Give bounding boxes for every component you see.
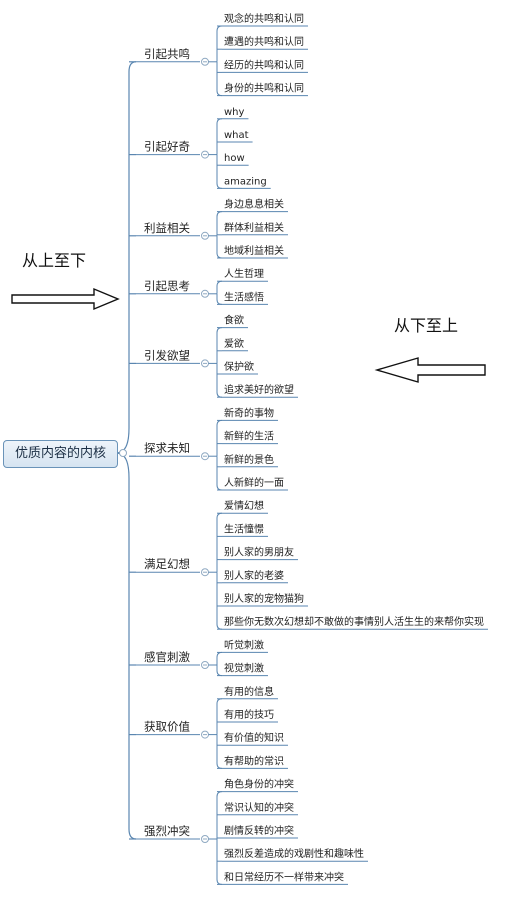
leaf-label[interactable]: what <box>224 130 249 141</box>
leaf-label[interactable]: 生活感悟 <box>224 290 264 303</box>
leaf-label[interactable]: 常识认知的冲突 <box>224 801 294 814</box>
note-bottom-to-top: 从下至上 <box>394 316 459 335</box>
leaf-label[interactable]: 爱欲 <box>224 337 244 350</box>
branch-label[interactable]: 引起好奇 <box>144 140 190 154</box>
leaf-label[interactable]: 人新鲜的一面 <box>224 476 284 489</box>
leaf-label[interactable]: 经历的共鸣和认同 <box>224 58 304 71</box>
leaf-label[interactable]: how <box>224 153 245 164</box>
children-spine-down <box>216 456 223 491</box>
leaf-label[interactable]: 新鲜的生活 <box>224 430 274 443</box>
leaf-label[interactable]: 群体利益相关 <box>224 221 284 234</box>
children-spine-up <box>216 25 223 62</box>
leaf-label[interactable]: 角色身份的冲突 <box>224 778 294 791</box>
root-collapse-icon[interactable] <box>119 449 127 457</box>
leaf-label[interactable]: 别人家的宠物猫狗 <box>224 592 304 605</box>
children-spine-down <box>216 572 223 630</box>
leaf-label[interactable]: 人生哲理 <box>224 267 264 280</box>
children-spine-down <box>216 665 223 677</box>
children-spine-up <box>216 419 223 457</box>
branch-label[interactable]: 满足幻想 <box>144 557 190 571</box>
children-spine-down <box>216 363 223 398</box>
children-spine-up <box>216 512 223 573</box>
leaf-label[interactable]: 观念的共鸣和认同 <box>224 12 304 25</box>
leaf-label[interactable]: 别人家的男朋友 <box>224 546 294 559</box>
root-node[interactable]: 优质内容的内核 <box>3 440 118 468</box>
leaf-label[interactable]: 身边息息相关 <box>224 198 284 211</box>
leaf-label[interactable]: 新奇的事物 <box>224 406 274 419</box>
branch-label[interactable]: 引起思考 <box>144 279 190 293</box>
leaf-label[interactable]: 食欲 <box>224 314 244 327</box>
children-spine-up <box>216 280 223 294</box>
leaf-label[interactable]: 有价值的知识 <box>224 731 284 744</box>
children-spine-down <box>216 293 223 305</box>
note-top-to-bottom: 从上至下 <box>22 251 87 270</box>
leaf-label[interactable]: 别人家的老婆 <box>224 569 284 582</box>
branch-label[interactable]: 感官刺激 <box>144 650 190 664</box>
children-spine-up <box>216 327 223 364</box>
leaf-label[interactable]: 视觉刺激 <box>224 662 264 675</box>
leaf-label[interactable]: 追求美好的欲望 <box>224 383 294 396</box>
children-spine-up <box>216 118 223 155</box>
leaf-label[interactable]: amazing <box>224 176 267 187</box>
trunk-line-down <box>115 452 137 840</box>
branch-label[interactable]: 探求未知 <box>144 441 190 455</box>
leaf-label[interactable]: 遭遇的共鸣和认同 <box>224 35 304 48</box>
children-spine-up <box>216 211 223 236</box>
leaf-label[interactable]: 有帮助的常识 <box>224 754 284 767</box>
leaf-label[interactable]: 地域利益相关 <box>224 244 284 257</box>
branch-label[interactable]: 利益相关 <box>144 221 190 235</box>
branch-label[interactable]: 引发欲望 <box>144 348 190 362</box>
leaf-label[interactable]: 和日常经历不一样带来冲突 <box>224 870 344 883</box>
children-spine-up <box>216 651 223 665</box>
leaf-label[interactable]: 听觉刺激 <box>224 638 264 651</box>
leaf-label[interactable]: 有用的信息 <box>224 685 274 698</box>
children-spine-down <box>216 61 223 97</box>
leaf-label[interactable]: 爱情幻想 <box>224 499 264 512</box>
children-spine-up <box>216 698 223 735</box>
leaf-label[interactable]: 新鲜的景色 <box>224 453 274 466</box>
right-arrow-icon <box>11 287 120 311</box>
children-spine-down <box>216 734 223 769</box>
leaf-label[interactable]: 剧情反转的冲突 <box>224 824 294 837</box>
leaf-label[interactable]: 身份的共鸣和认同 <box>224 82 304 95</box>
children-spine-down <box>216 235 223 259</box>
branch-label[interactable]: 强烈冲突 <box>144 824 190 838</box>
left-arrow-icon <box>374 357 486 383</box>
leaf-label[interactable]: 有用的技巧 <box>224 708 274 721</box>
branch-label[interactable]: 获取价值 <box>144 720 190 734</box>
leaf-label[interactable]: 保护欲 <box>224 360 254 373</box>
leaf-label[interactable]: 那些你无数次幻想却不敢做的事情别人活生生的来帮你实现 <box>224 615 484 628</box>
leaf-label[interactable]: 强烈反差造成的戏剧性和趣味性 <box>224 847 364 860</box>
children-spine-down <box>216 154 223 189</box>
branch-label[interactable]: 引起共鸣 <box>144 47 190 61</box>
trunk-line-up <box>115 61 137 454</box>
leaf-label[interactable]: 生活憧憬 <box>224 522 264 535</box>
leaf-label[interactable]: why <box>224 107 245 118</box>
